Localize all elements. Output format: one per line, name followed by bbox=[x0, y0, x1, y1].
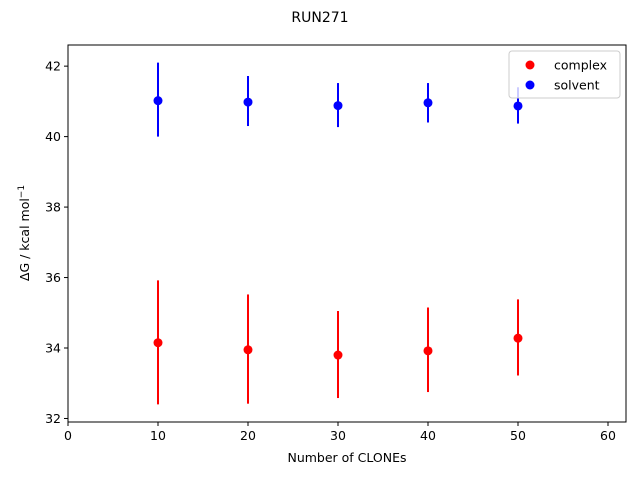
x-tick-label: 30 bbox=[330, 428, 346, 443]
complex-point bbox=[423, 346, 433, 356]
solvent-point bbox=[513, 101, 523, 111]
y-tick-label: 40 bbox=[45, 129, 61, 144]
plot-frame bbox=[67, 44, 627, 423]
legend-marker-solvent bbox=[525, 80, 535, 90]
y-tick-label: 38 bbox=[45, 200, 61, 215]
x-tick-label: 20 bbox=[240, 428, 256, 443]
solvent-point bbox=[153, 96, 163, 106]
complex-point bbox=[243, 345, 253, 355]
y-axis: 32 34 36 38 40 42 bbox=[45, 59, 68, 426]
series-complex bbox=[153, 280, 523, 405]
legend: complex solvent bbox=[508, 50, 621, 99]
y-tick-label: 32 bbox=[45, 411, 61, 426]
complex-point bbox=[333, 350, 343, 360]
y-tick-label: 34 bbox=[45, 341, 61, 356]
x-axis: 0 10 20 30 40 50 60 bbox=[64, 422, 616, 443]
legend-label-complex: complex bbox=[554, 58, 607, 73]
y-axis-label-superscript: −1 bbox=[17, 185, 27, 198]
plot-marks bbox=[153, 62, 523, 405]
y-axis-label: ΔG / kcal mol−1 bbox=[17, 185, 32, 281]
x-tick-label: 50 bbox=[510, 428, 526, 443]
series-solvent bbox=[153, 62, 523, 137]
x-tick-label: 40 bbox=[420, 428, 436, 443]
solvent-point bbox=[423, 98, 433, 108]
solvent-point bbox=[333, 101, 343, 111]
x-tick-label: 10 bbox=[150, 428, 166, 443]
chart-title: RUN271 bbox=[291, 10, 348, 26]
y-axis-label-main: ΔG / kcal mol bbox=[17, 198, 32, 281]
y-tick-label: 36 bbox=[45, 270, 61, 285]
y-tick-label: 42 bbox=[45, 59, 61, 74]
x-tick-label: 0 bbox=[64, 428, 72, 443]
x-tick-label: 60 bbox=[600, 428, 616, 443]
complex-point bbox=[153, 338, 163, 348]
x-axis-label: Number of CLONEs bbox=[287, 450, 406, 465]
complex-point bbox=[513, 333, 523, 343]
legend-marker-complex bbox=[525, 60, 535, 70]
solvent-point bbox=[243, 97, 253, 107]
legend-label-solvent: solvent bbox=[554, 78, 600, 93]
legend-box bbox=[508, 50, 621, 99]
